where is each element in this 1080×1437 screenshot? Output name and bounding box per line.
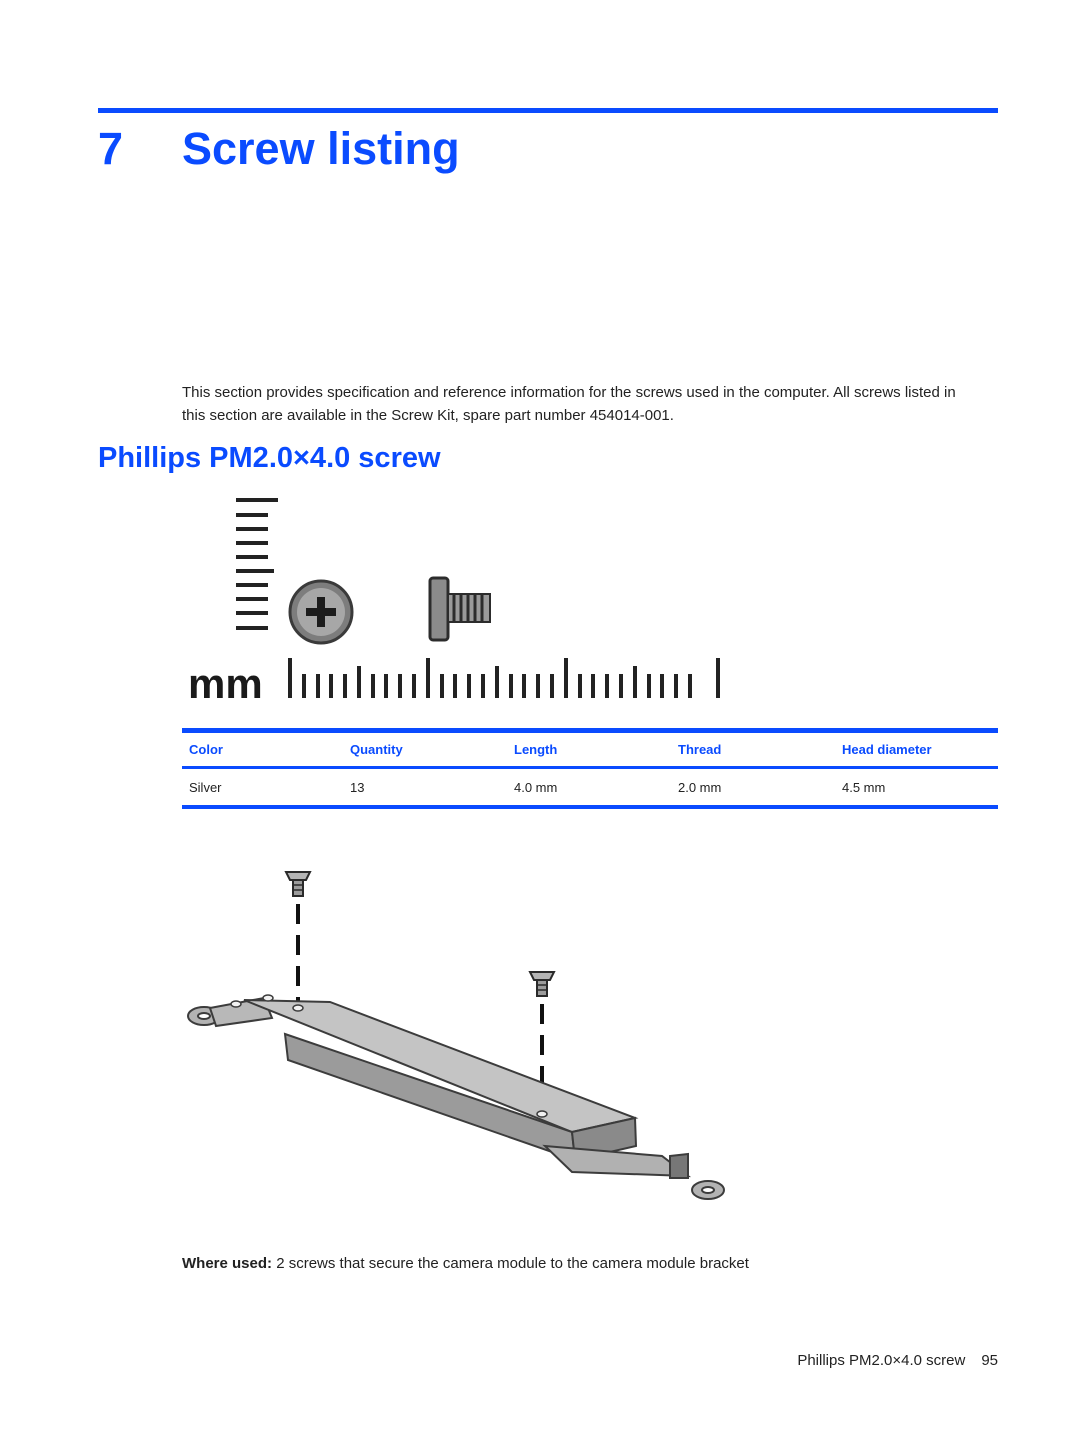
table-bottom-rule [182, 805, 998, 809]
section-title: Phillips PM2.0×4.0 screw [98, 442, 441, 474]
cell-length: 4.0 mm [514, 779, 558, 795]
where-used-text: 2 screws that secure the camera module t… [276, 1255, 749, 1272]
header-head-diameter: Head diameter [842, 742, 932, 757]
header-color: Color [189, 742, 223, 757]
camera-module-bracket [187, 996, 725, 1200]
header-quantity: Quantity [350, 742, 403, 757]
horizontal-ruler [288, 658, 720, 698]
table-header-rule [182, 766, 998, 769]
screw-scale-illustration: mm [188, 498, 720, 702]
chapter-number: 7 [98, 122, 124, 174]
camera-bracket-illustration [187, 871, 725, 1200]
page-footer: Phillips PM2.0×4.0 screw 95 [797, 1352, 998, 1369]
where-used-note: Where used: 2 screws that secure the cam… [182, 1255, 749, 1272]
chapter-title: Screw listing [182, 122, 460, 174]
where-used-label: Where used: [182, 1255, 273, 1272]
cell-thread: 2.0 mm [678, 779, 722, 795]
table-row: Silver 13 4.0 mm 2.0 mm 4.5 mm [182, 769, 998, 805]
screw-left-icon [284, 871, 312, 897]
installation-guide-lines [296, 904, 544, 1112]
screw-side-view [428, 576, 491, 642]
table-header-row: Color Quantity Length Thread Head diamet… [182, 733, 998, 766]
chapter-heading: 7 Screw listing [98, 116, 460, 180]
table-top-rule [182, 728, 998, 733]
screw-right-icon [528, 971, 556, 997]
footer-running-title: Phillips PM2.0×4.0 screw [797, 1352, 966, 1369]
bracket-screw-holes [230, 994, 548, 1118]
cell-head-diameter: 4.5 mm [842, 779, 886, 795]
cell-color: Silver [189, 779, 222, 795]
vertical-ruler [236, 498, 278, 630]
intro-paragraph: This section provides specification and … [182, 384, 956, 424]
scale-unit-label: mm [188, 660, 263, 702]
page-number: 95 [981, 1352, 998, 1369]
header-thread: Thread [678, 742, 722, 757]
chapter-top-rule [98, 108, 998, 113]
screw-head-top-view [288, 579, 354, 645]
screw-spec-table: Color Quantity Length Thread Head diamet… [182, 728, 998, 809]
header-length: Length [514, 742, 558, 757]
cell-quantity: 13 [350, 779, 365, 795]
